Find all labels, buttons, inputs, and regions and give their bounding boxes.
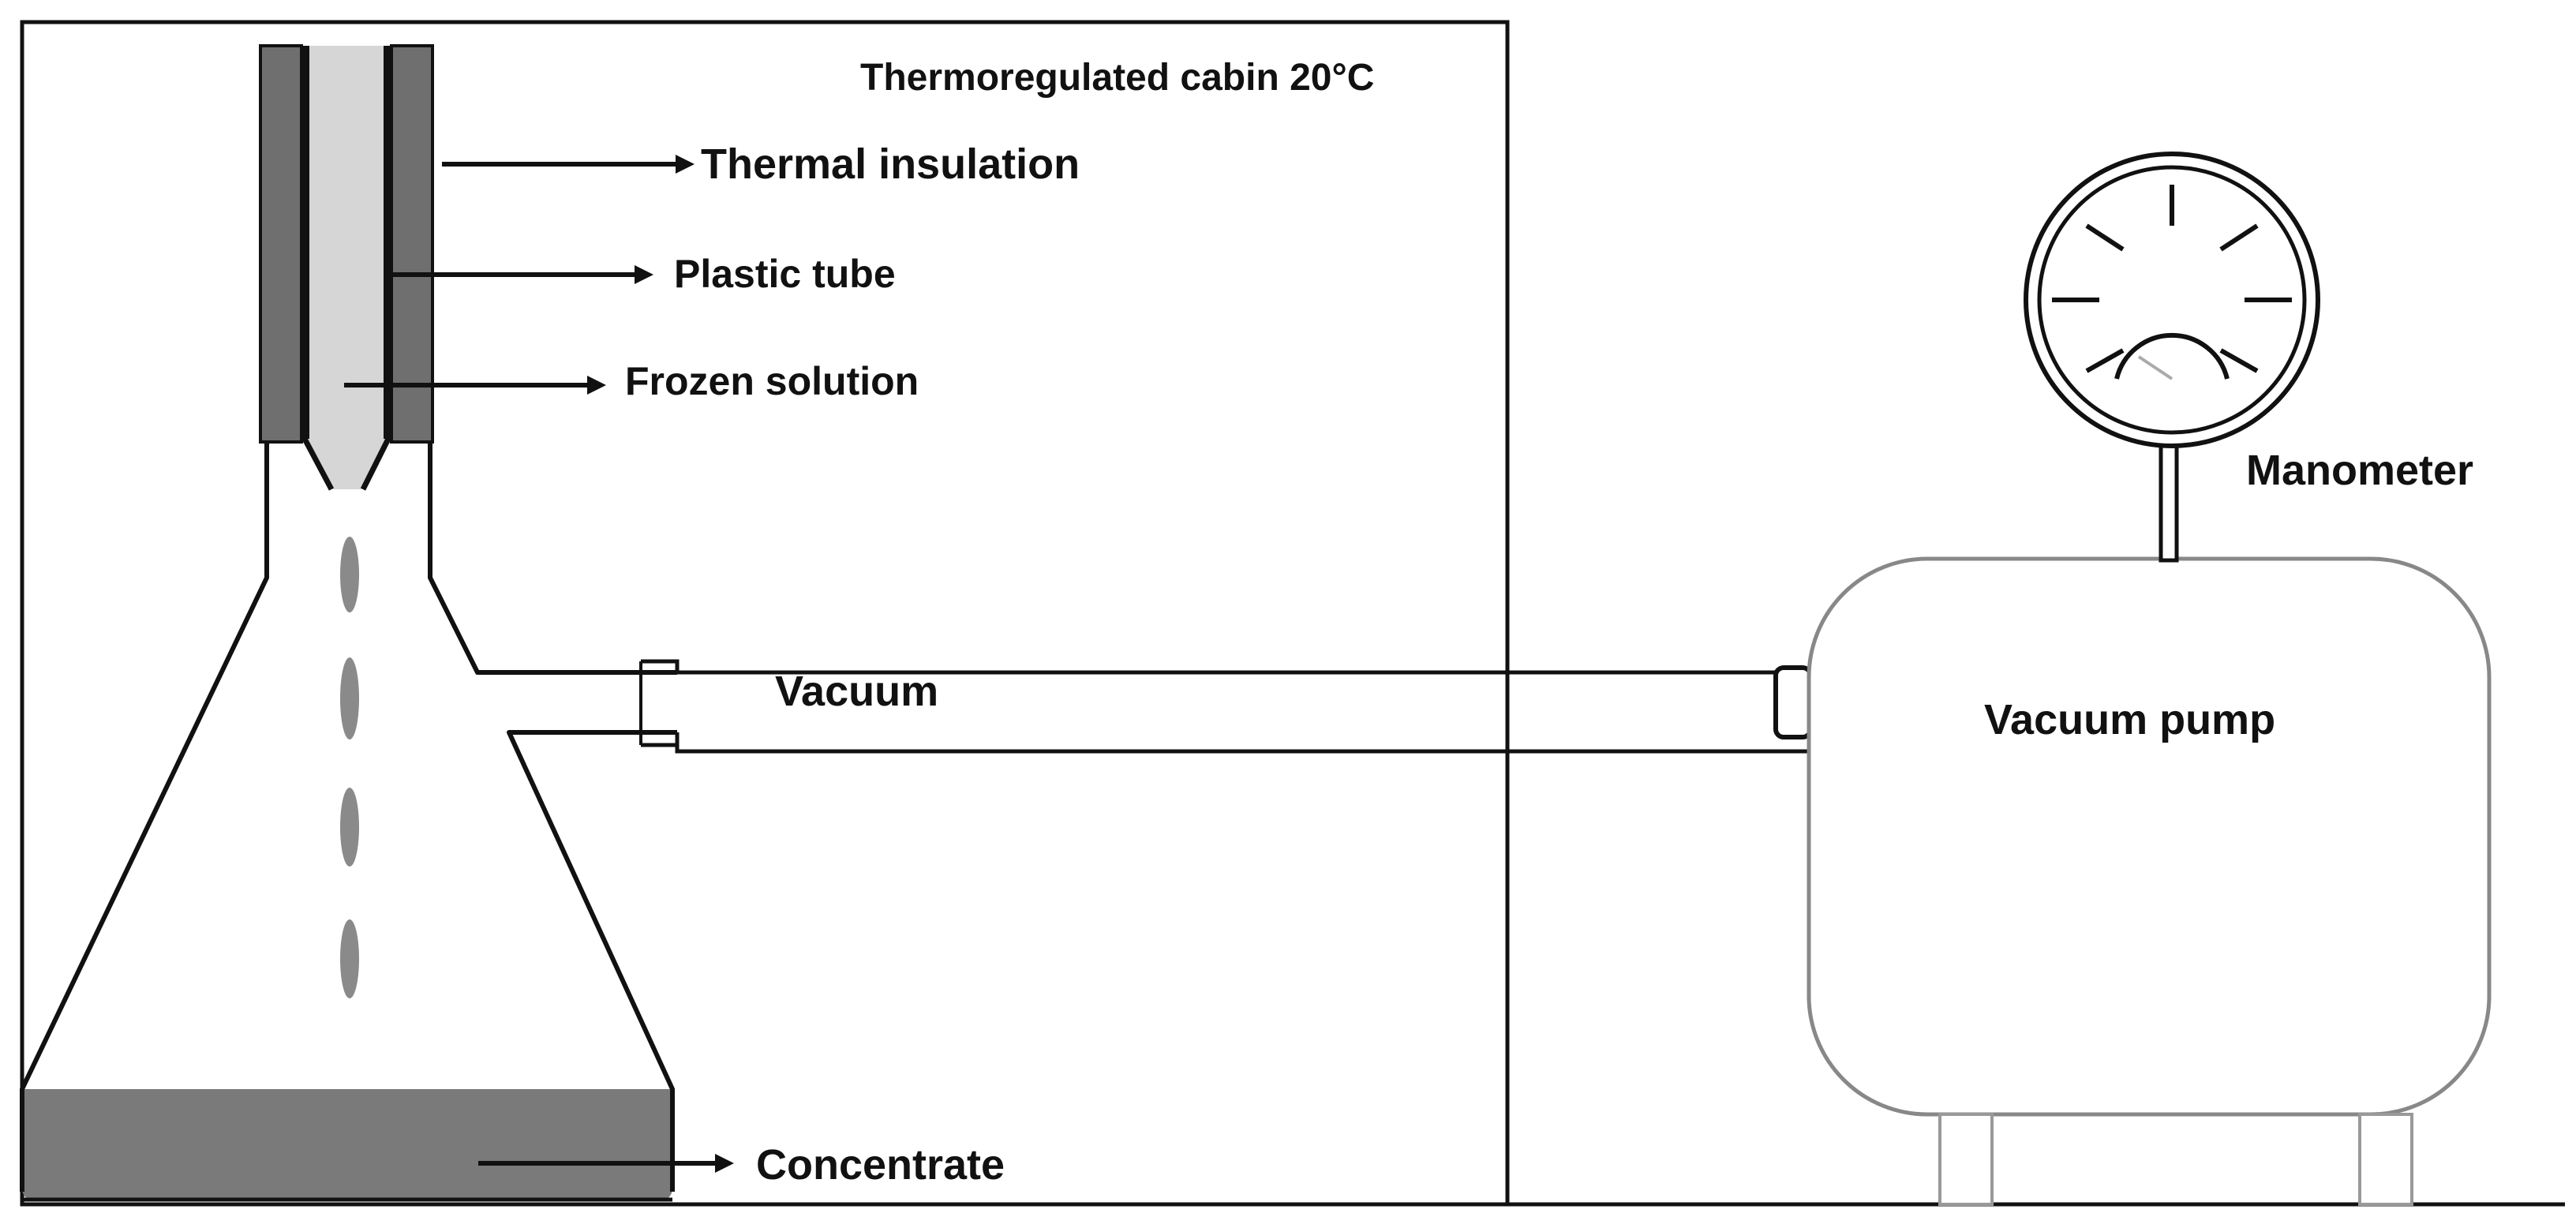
- thermal-insulation-label: Thermal insulation: [701, 140, 1080, 188]
- concentrate-label: Concentrate: [756, 1141, 1005, 1189]
- arrow-plastic-tube: [391, 265, 653, 284]
- thermal-insulation-right: [390, 44, 434, 444]
- droplets: [340, 537, 359, 998]
- manometer-dial: [2037, 165, 2307, 435]
- manometer-needle: [2137, 355, 2174, 380]
- flask-left-wall: [20, 440, 269, 1192]
- concentrate-liquid: [22, 1089, 672, 1200]
- tube-tip-left-edge: [301, 437, 335, 491]
- pump-foot-right: [2358, 1113, 2413, 1206]
- arrow-thermal-insulation: [442, 155, 695, 174]
- arrow-concentrate: [478, 1154, 734, 1173]
- hose-connector: [1773, 665, 1813, 739]
- manometer-stem: [2159, 436, 2179, 563]
- flask-right-wall-upper: [428, 440, 677, 675]
- frozen-solution: [309, 46, 384, 442]
- hose-bottom-edge: [641, 732, 1807, 754]
- pump-foot-left: [1938, 1113, 1994, 1206]
- cabin-label: Thermoregulated cabin 20°C: [860, 57, 1374, 99]
- tube-assembly: [259, 44, 434, 491]
- manometer-ticks: [2052, 185, 2292, 373]
- flask-right-wall-lower: [507, 730, 677, 1192]
- manometer-gauge-arc: [2114, 332, 2230, 380]
- arrows: [344, 155, 734, 1173]
- droplet: [340, 788, 359, 867]
- plastic-tube-left-wall: [301, 46, 309, 442]
- droplet: [340, 657, 359, 739]
- hose-top-edge: [641, 659, 1807, 675]
- frozen-solution-label: Frozen solution: [625, 359, 919, 403]
- droplet: [340, 537, 359, 612]
- plastic-tube-label: Plastic tube: [674, 252, 896, 296]
- thermal-insulation-left: [259, 44, 303, 444]
- vacuum-label: Vacuum: [775, 668, 938, 715]
- thermoregulated-cabin: [20, 20, 1510, 1207]
- tube-tip-right-edge: [360, 437, 391, 491]
- vacuum-hose: [639, 659, 1813, 754]
- manometer: [2024, 152, 2320, 563]
- erlenmeyer-flask: [20, 440, 677, 1202]
- droplet: [340, 919, 359, 998]
- arrow-frozen-solution: [344, 376, 606, 395]
- vacuum-pump: [1807, 556, 2492, 1206]
- manometer-label: Manometer: [2246, 447, 2473, 494]
- plastic-tube-right-wall: [384, 46, 391, 442]
- pump-body: [1807, 556, 2492, 1117]
- vacuum-pump-label: Vacuum pump: [1984, 696, 2275, 743]
